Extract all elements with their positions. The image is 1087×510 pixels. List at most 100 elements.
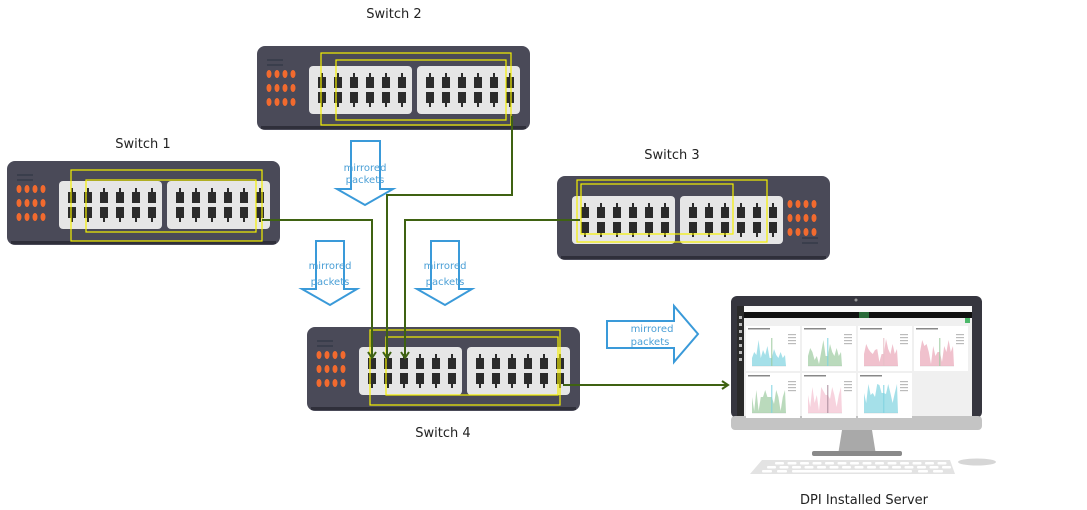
dpi-server[interactable] xyxy=(731,296,996,474)
status-led xyxy=(332,351,338,359)
sidebar-icon xyxy=(739,344,742,347)
ethernet-port xyxy=(398,73,406,88)
legend-item xyxy=(844,384,852,386)
dpi-dashboard-screen xyxy=(737,306,972,418)
keyboard-key xyxy=(929,466,939,469)
keyboard-key xyxy=(892,466,901,469)
ethernet-port xyxy=(597,222,605,237)
keyboard-key xyxy=(879,466,889,469)
switch-4[interactable] xyxy=(307,327,580,411)
keyboard-key xyxy=(933,470,943,473)
legend-item xyxy=(844,381,852,383)
legend-item xyxy=(788,390,796,392)
add-button xyxy=(965,318,970,323)
status-led xyxy=(282,70,288,78)
ethernet-port xyxy=(148,207,156,222)
port-panel xyxy=(359,347,462,395)
cable-switch2-to-switch4 xyxy=(382,116,513,360)
ethernet-port xyxy=(629,203,637,218)
switch-3[interactable] xyxy=(557,176,830,260)
status-led xyxy=(324,379,330,387)
mirror-arrow-switch3: mirrored packets xyxy=(413,240,476,307)
legend-item xyxy=(956,337,964,339)
status-led xyxy=(282,84,288,92)
switch2-label: Switch 2 xyxy=(366,7,421,22)
ethernet-port xyxy=(581,222,589,237)
mirror-arrow-switch1: mirrored packets xyxy=(298,240,361,307)
ethernet-port xyxy=(416,354,424,369)
ethernet-port xyxy=(492,373,500,388)
sidebar-icon xyxy=(739,337,742,340)
ethernet-port xyxy=(597,203,605,218)
sidebar-icon xyxy=(739,323,742,326)
port-panel xyxy=(167,181,270,229)
keyboard-key xyxy=(854,466,864,469)
mirror-arrow-switch4-to-server: mirrored packets xyxy=(606,303,700,365)
sidebar-icon xyxy=(739,316,742,319)
legend-item xyxy=(788,340,796,342)
port-mirror-loop xyxy=(580,183,734,235)
ethernet-port xyxy=(661,222,669,237)
ethernet-port xyxy=(490,73,498,88)
status-led xyxy=(811,228,817,236)
ethernet-port xyxy=(176,188,184,203)
mouse xyxy=(958,458,996,466)
legend-item xyxy=(900,340,908,342)
status-led xyxy=(795,228,801,236)
port-mirror-loop xyxy=(85,179,257,233)
port-mirror-loop xyxy=(369,329,561,406)
down-arrow-icon xyxy=(413,240,476,307)
ethernet-port xyxy=(689,203,697,218)
status-led xyxy=(40,199,46,207)
legend-item xyxy=(844,340,852,342)
sidebar-icon xyxy=(739,358,742,361)
status-led xyxy=(32,185,38,193)
port-panel xyxy=(467,347,570,395)
ethernet-port xyxy=(350,92,358,107)
ethernet-port xyxy=(318,73,326,88)
ethernet-port xyxy=(737,222,745,237)
panel-title xyxy=(748,375,770,377)
keyboard-key xyxy=(829,466,839,469)
ethernet-port xyxy=(240,188,248,203)
switch-1[interactable] xyxy=(7,161,280,245)
port-mirror-loop xyxy=(385,336,559,396)
legend-item xyxy=(900,334,908,336)
legend-item xyxy=(900,387,908,389)
status-led xyxy=(24,199,30,207)
legend-item xyxy=(844,343,852,345)
status-led xyxy=(24,185,30,193)
ethernet-port xyxy=(350,73,358,88)
legend-item xyxy=(956,343,964,345)
legend-item xyxy=(956,334,964,336)
ethernet-port xyxy=(737,203,745,218)
ethernet-port xyxy=(508,373,516,388)
ethernet-port xyxy=(721,203,729,218)
switch-2[interactable] xyxy=(257,46,530,130)
panel-title xyxy=(804,328,826,330)
ethernet-port xyxy=(426,73,434,88)
ethernet-port xyxy=(116,188,124,203)
ethernet-port xyxy=(705,203,713,218)
status-led xyxy=(290,84,296,92)
status-led xyxy=(290,98,296,106)
status-led xyxy=(266,70,272,78)
mirror-text-line2: packets xyxy=(311,277,350,288)
ethernet-port xyxy=(442,73,450,88)
ethernet-port xyxy=(176,207,184,222)
monitor-base xyxy=(812,451,902,456)
status-led xyxy=(274,70,280,78)
nav-tab-active xyxy=(859,312,869,318)
panel-series xyxy=(920,340,954,366)
ethernet-port xyxy=(100,188,108,203)
mirror-text-line1: mirrored xyxy=(424,261,467,272)
monitor-chin xyxy=(731,416,982,430)
keyboard-key xyxy=(787,462,797,465)
switch4-label: Switch 4 xyxy=(415,426,470,441)
status-led xyxy=(795,200,801,208)
ethernet-port xyxy=(100,207,108,222)
mirror-text-line1: mirrored xyxy=(309,261,352,272)
status-led xyxy=(40,213,46,221)
status-led xyxy=(274,98,280,106)
